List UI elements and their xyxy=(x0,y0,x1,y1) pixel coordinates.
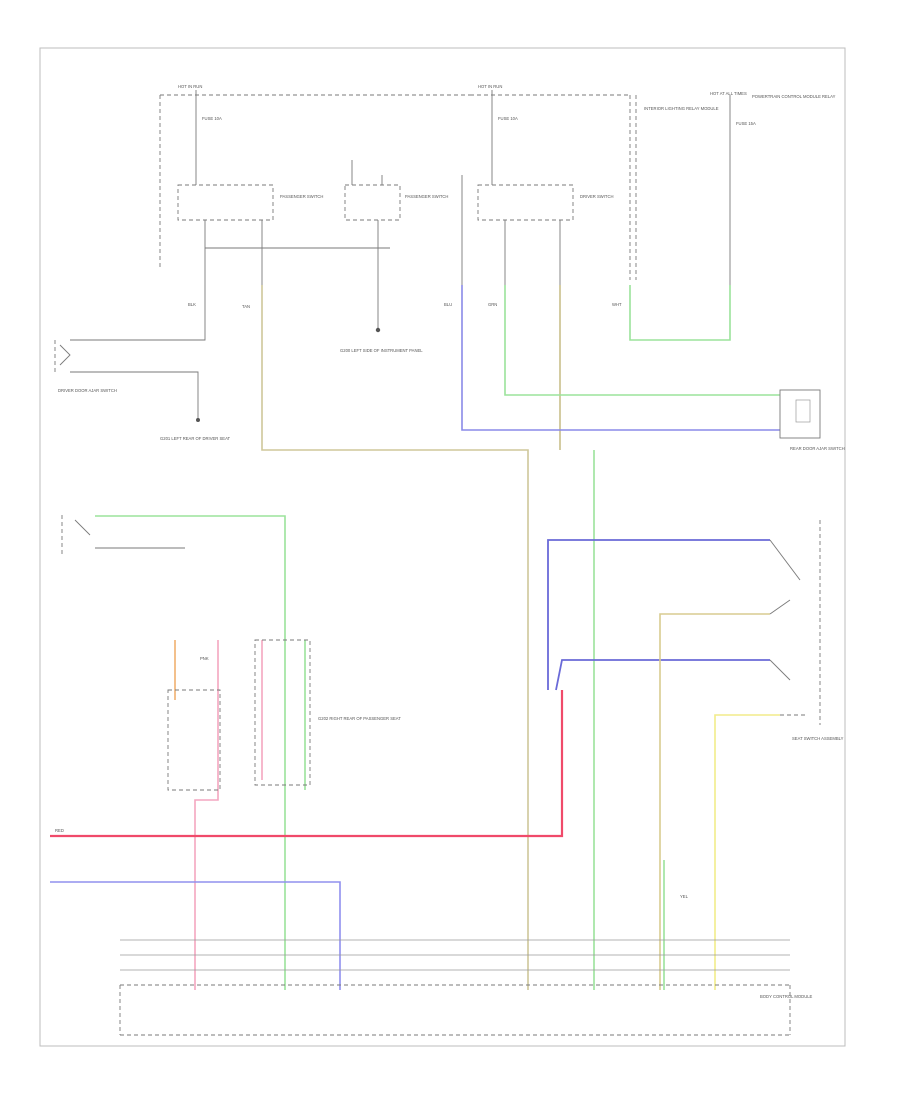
wire-label-wht: WHT xyxy=(612,302,622,307)
dome-relay-note: INTERIOR LIGHTING RELAY MODULE xyxy=(644,106,719,111)
passenger-switch-block-1 xyxy=(177,184,274,221)
fuse-label-3: FUSE 15A xyxy=(736,121,756,126)
driver-switch-block xyxy=(477,184,574,221)
wire-label-yel: YEL xyxy=(680,894,689,899)
diagram-frame xyxy=(39,47,846,1047)
wire-label-tan: TAN xyxy=(242,304,250,309)
wire-blue-right-2 xyxy=(555,659,770,691)
ground-label-3: G202 RIGHT REAR OF PASSENGER SEAT xyxy=(318,716,401,721)
wire-blue-right-1 xyxy=(547,539,770,690)
wire-green-top xyxy=(504,285,780,396)
hot-in-run-label-2: HOT IN RUN xyxy=(478,84,502,89)
passenger-switch-label: PASSENGER SWITCH xyxy=(280,194,323,199)
rear-door-note: REAR DOOR AJAR SWITCH xyxy=(790,446,845,451)
module-note: BODY CONTROL MODULE xyxy=(760,994,813,999)
driver-door-ajar-switch: DRIVER DOOR AJAR SWITCH G201 LEFT REAR O… xyxy=(54,285,231,441)
passenger-switch-label-2: PASSENGER SWITCH xyxy=(405,194,448,199)
wire-pink xyxy=(194,640,219,990)
connector-row-top: BLU GRN TAN BLK WHT G200 LEFT SIDE OF IN… xyxy=(188,285,622,353)
ground-label-2: G201 LEFT REAR OF DRIVER SEAT xyxy=(160,436,231,441)
hot-in-run-label-1: HOT IN RUN xyxy=(178,84,202,89)
driver-switch-label: DRIVER SWITCH xyxy=(580,194,614,199)
right-side-connector: REAR DOOR AJAR SWITCH xyxy=(779,389,845,451)
wire-label-pnk: PNK xyxy=(200,656,209,661)
switch-assy-note: SEAT SWITCH ASSEMBLY xyxy=(792,736,844,741)
wire-label-grn: GRN xyxy=(488,302,497,307)
ground-point-center xyxy=(375,327,381,333)
passenger-switch-block-2 xyxy=(344,184,401,221)
hot-at-all-times-label: HOT AT ALL TIMES xyxy=(710,91,747,96)
colored-wires xyxy=(50,285,780,990)
body-control-module: BODY CONTROL MODULE YEL xyxy=(119,894,813,1036)
hatch-relay-note: POWERTRAIN CONTROL MODULE RELAY xyxy=(752,94,836,99)
seat-switch-assembly: SEAT SWITCH ASSEMBLY xyxy=(769,520,844,741)
wire-label-blk: BLK xyxy=(188,302,196,307)
wire-red xyxy=(50,690,564,838)
wire-green-left xyxy=(95,515,286,990)
wire-green-right xyxy=(629,285,731,341)
wire-yellow xyxy=(714,714,780,990)
wire-blue-top xyxy=(461,285,780,431)
wire-label-red: RED xyxy=(55,828,64,833)
ground-label-1: G200 LEFT SIDE OF INSTRUMENT PANEL xyxy=(340,348,423,353)
fuse-label-1: FUSE 10A xyxy=(202,116,222,121)
top-power-feeds: HOT IN RUN HOT IN RUN HOT AT ALL TIMES F… xyxy=(159,84,836,285)
wire-label-blu: BLU xyxy=(444,302,452,307)
left-middle-components: G202 RIGHT REAR OF PASSENGER SEAT PNK RE… xyxy=(55,515,401,833)
wire-tan-right xyxy=(659,613,770,990)
wire-blue-bottom xyxy=(50,881,341,990)
driver-door-ajar-label: DRIVER DOOR AJAR SWITCH xyxy=(58,388,117,393)
fuse-label-2: FUSE 10A xyxy=(498,116,518,121)
wire-tan xyxy=(261,285,529,990)
